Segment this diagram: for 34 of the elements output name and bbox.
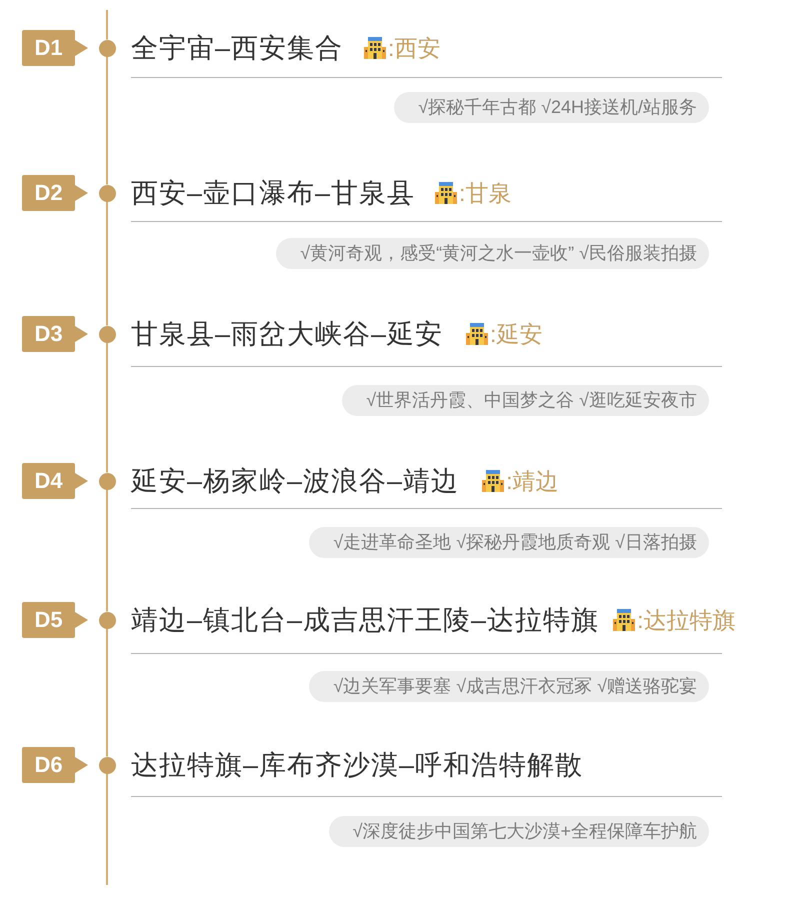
stay-city-label: :靖边 (506, 467, 558, 496)
highlights-pill: √黄河奇观，感受“黄河之水一壶收” √民俗服装拍摄 (276, 238, 709, 269)
day-tag: D5 (22, 602, 88, 638)
stay-city-label: :甘泉 (459, 179, 512, 208)
stay-city-label: :达拉特旗 (637, 606, 736, 635)
timeline-dot (98, 40, 116, 56)
stay-city-label: :延安 (490, 320, 542, 349)
day-title: 达拉特旗–库布齐沙漠–呼和浩特解散 (131, 749, 584, 782)
timeline-dot (98, 756, 116, 774)
day-tag: D3 (22, 316, 88, 352)
stay-city-label: :西安 (388, 34, 440, 63)
day-title: 西安–壶口瀑布–甘泉县 (131, 177, 416, 210)
highlights-pill: √探秘千年古都 √24H接送机/站服务 (394, 92, 709, 123)
day-title: 全宇宙–西安集合 (131, 32, 344, 65)
day-title: 靖边–镇北台–成吉思汗王陵–达拉特旗 (131, 604, 600, 637)
day-tag: D6 (22, 747, 88, 783)
timeline-line (106, 56, 108, 184)
timeline-line (106, 202, 108, 326)
day-title: 甘泉县–雨岔大峡谷–延安 (131, 318, 444, 351)
day-tag: D1 (22, 30, 88, 66)
highlights-pill: √边关军事要塞 √成吉思汗衣冠冢 √赠送骆驼宴 (309, 671, 709, 702)
timeline-line (106, 628, 108, 756)
timeline-dot (98, 472, 116, 490)
day-tag: D2 (22, 175, 88, 211)
day-title: 延安–杨家岭–波浪谷–靖边 (131, 465, 460, 498)
timeline-dot (98, 326, 116, 342)
timeline-dot (98, 612, 116, 628)
highlights-pill: √世界活丹霞、中国梦之谷 √逛吃延安夜市 (342, 385, 709, 416)
highlights-pill: √走进革命圣地 √探秘丹霞地质奇观 √日落拍摄 (309, 527, 709, 558)
timeline-line (106, 490, 108, 612)
timeline-dot (98, 184, 116, 202)
day-tag: D4 (22, 463, 88, 499)
timeline-line (106, 342, 108, 472)
highlights-pill: √深度徒步中国第七大沙漠+全程保障车护航 (328, 816, 709, 847)
